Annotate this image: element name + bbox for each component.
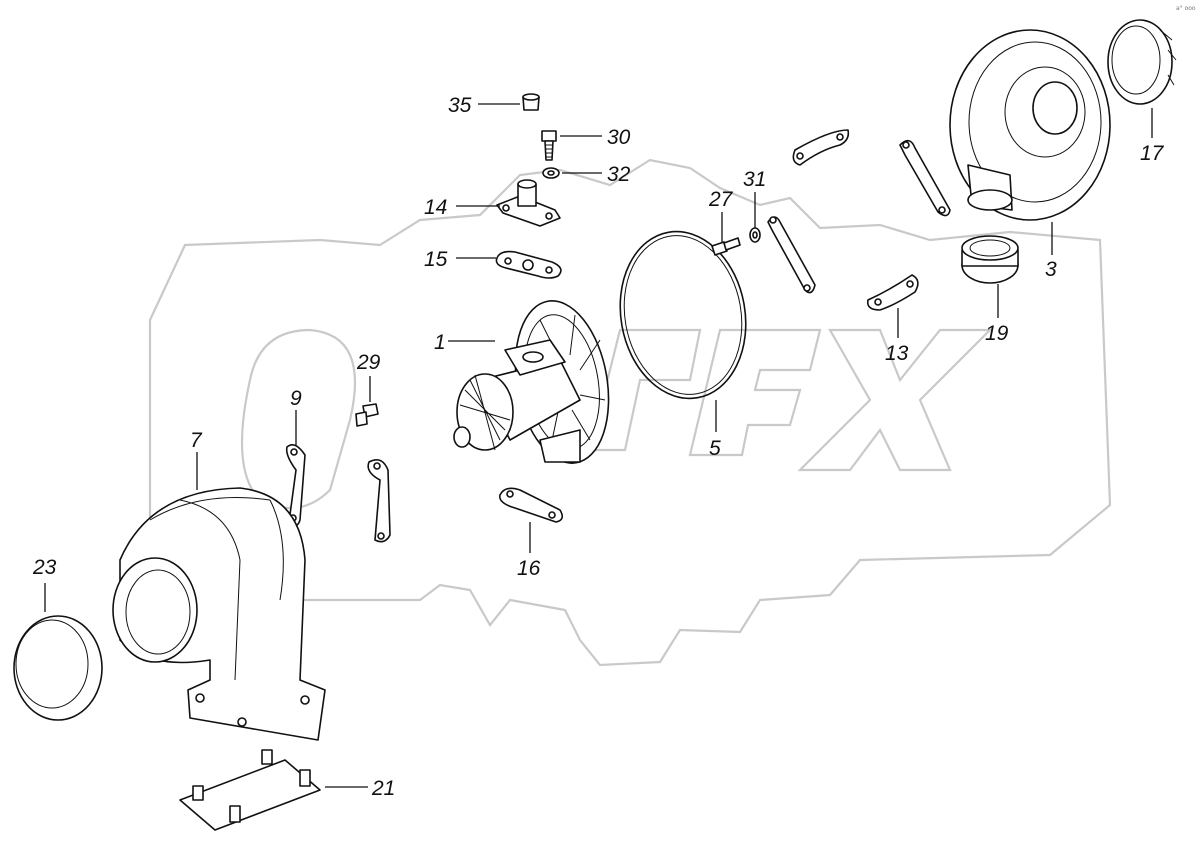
callout-14: 14: [424, 196, 447, 219]
callout-30: 30: [607, 126, 631, 149]
callout-29: 29: [356, 351, 381, 374]
callout-35: 35: [448, 94, 472, 117]
part-washer-31: [749, 227, 761, 243]
callout-27: 27: [708, 188, 734, 211]
part-gasket-15: [495, 250, 562, 279]
callout-7: 7: [190, 429, 203, 452]
callout-16: 16: [517, 557, 541, 580]
part-cap-17: [1107, 19, 1177, 105]
part-gasket-16: [499, 487, 564, 523]
part-cartridge-1: [453, 300, 610, 464]
part-turbine-housing-7: [112, 487, 326, 741]
callout-23: 23: [32, 556, 57, 579]
part-oil-flange-14: [496, 179, 561, 227]
part-bolt-30: [541, 130, 557, 161]
part-plug-35: [522, 93, 540, 111]
callout-32: 32: [607, 163, 631, 186]
watermark: a° ooo: [148, 5, 1196, 667]
callout-19: 19: [985, 322, 1009, 345]
leader-lines: [44, 103, 1153, 788]
part-plate-13: [866, 274, 919, 311]
part-strap-upper: [792, 129, 850, 166]
callout-15: 15: [424, 248, 448, 271]
part-strap: [767, 216, 816, 294]
callout-labels: 35 30 32 14 15 1 29 9 7 23 21 16 5 27 31…: [32, 94, 1165, 800]
callout-9: 9: [290, 387, 302, 410]
callout-3: 3: [1045, 258, 1057, 281]
part-plate: [367, 459, 391, 543]
part-plate-21: [179, 749, 321, 831]
callout-17: 17: [1140, 142, 1165, 165]
callout-5: 5: [709, 437, 721, 460]
part-oring-5: [619, 230, 747, 400]
part-bolt-29: [355, 403, 379, 427]
callout-21: 21: [371, 777, 395, 800]
callout-1: 1: [434, 331, 446, 354]
callout-31: 31: [743, 168, 766, 191]
part-nut-19: [961, 235, 1019, 284]
callout-13: 13: [885, 342, 909, 365]
part-compressor-housing-3: [949, 29, 1111, 221]
part-bolt-27: [711, 237, 741, 256]
corner-mark: a° ooo: [1176, 5, 1196, 12]
part-cap-23: [13, 615, 103, 721]
part-washer-32: [542, 167, 560, 179]
part-strap-right: [899, 139, 951, 217]
